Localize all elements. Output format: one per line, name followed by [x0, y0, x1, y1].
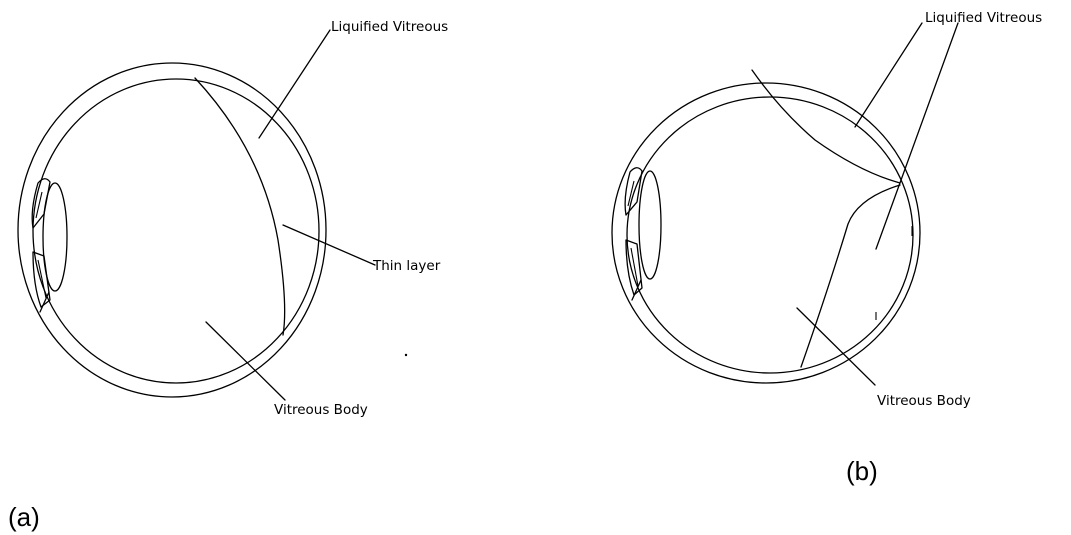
panel-b: Liquified Vitreous Vitreous Body (b) — [612, 10, 1042, 486]
thin-layer-membrane-a — [195, 78, 285, 335]
detached-membrane-lower-b — [801, 185, 900, 367]
label-vitreous-body-a: Vitreous Body — [274, 402, 368, 418]
panel-label-a: (a) — [8, 502, 40, 532]
eyeball-outer-wall-a — [18, 63, 326, 397]
leader-liquified-vitreous-b2 — [876, 23, 958, 249]
leader-thin-layer-a — [283, 225, 375, 265]
eyeball-inner-wall-b — [627, 97, 913, 373]
label-thin-layer-a: Thin layer — [372, 258, 441, 274]
panel-label-b: (b) — [846, 456, 878, 486]
leader-liquified-vitreous-b1 — [855, 23, 922, 127]
panel-a: Liquified Vitreous Thin layer Vitreous B… — [8, 19, 448, 532]
detached-membrane-upper-b — [752, 70, 900, 183]
label-liquified-vitreous-a: Liquified Vitreous — [331, 19, 448, 35]
leader-liquified-vitreous-a — [259, 30, 330, 138]
leader-vitreous-body-a — [206, 322, 285, 400]
label-liquified-vitreous-b: Liquified Vitreous — [925, 10, 1042, 26]
eyeball-outer-wall-b — [612, 83, 920, 383]
lens-b — [639, 171, 661, 279]
stray-dot-a — [405, 354, 407, 356]
label-vitreous-body-b: Vitreous Body — [877, 393, 971, 409]
